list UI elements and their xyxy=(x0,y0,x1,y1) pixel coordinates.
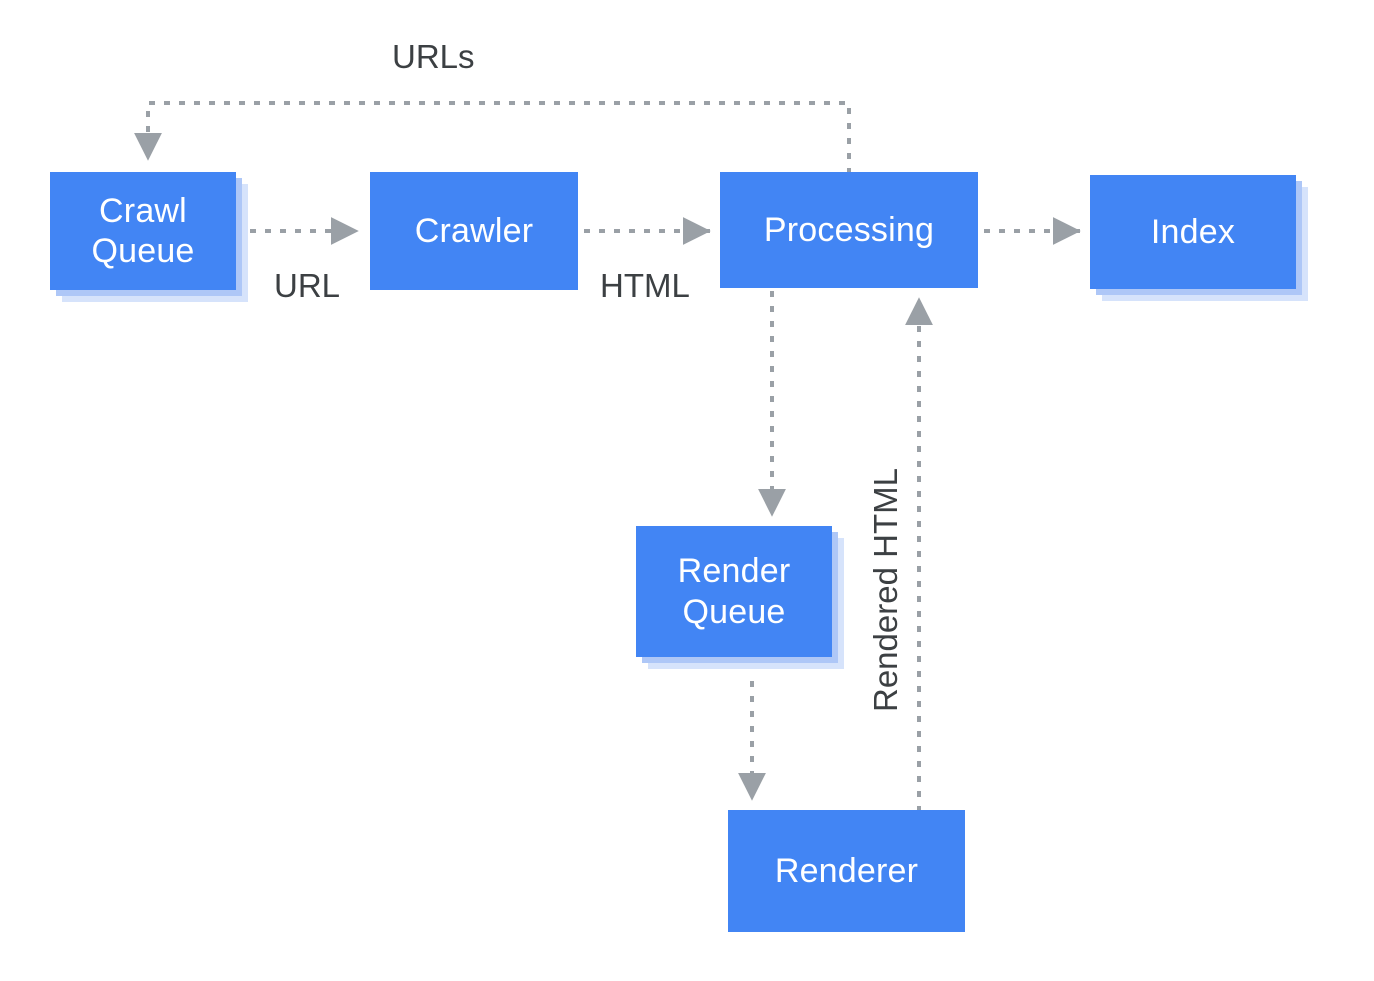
node-processing[interactable]: Processing xyxy=(720,172,978,288)
caption-rendered-html: Rendered HTML xyxy=(867,468,904,712)
render-queue-face xyxy=(636,526,832,657)
render-queue-label: Render Queue xyxy=(677,552,791,631)
node-crawl-queue[interactable]: Crawl Queue xyxy=(50,172,248,302)
renderer-face xyxy=(728,810,965,932)
edge-urls xyxy=(134,101,851,174)
caption-url: URL xyxy=(274,267,341,304)
crawl-queue-label: Crawl Queue xyxy=(91,191,195,270)
node-crawler[interactable]: Crawler xyxy=(370,172,578,290)
caption-html: HTML xyxy=(600,267,690,304)
processing-face xyxy=(720,172,978,288)
caption-urls: URLs xyxy=(392,38,475,75)
crawler-label: Crawler xyxy=(414,211,534,250)
node-renderer[interactable]: Renderer xyxy=(728,810,965,932)
node-render-queue[interactable]: Render Queue xyxy=(636,526,844,669)
renderer-label: Renderer xyxy=(774,851,919,890)
node-index[interactable]: Index xyxy=(1090,175,1308,301)
index-label: Index xyxy=(1150,212,1236,251)
index-face xyxy=(1090,175,1296,289)
crawl-queue-face xyxy=(50,172,236,290)
crawler-face xyxy=(370,172,578,290)
processing-label: Processing xyxy=(763,210,935,249)
